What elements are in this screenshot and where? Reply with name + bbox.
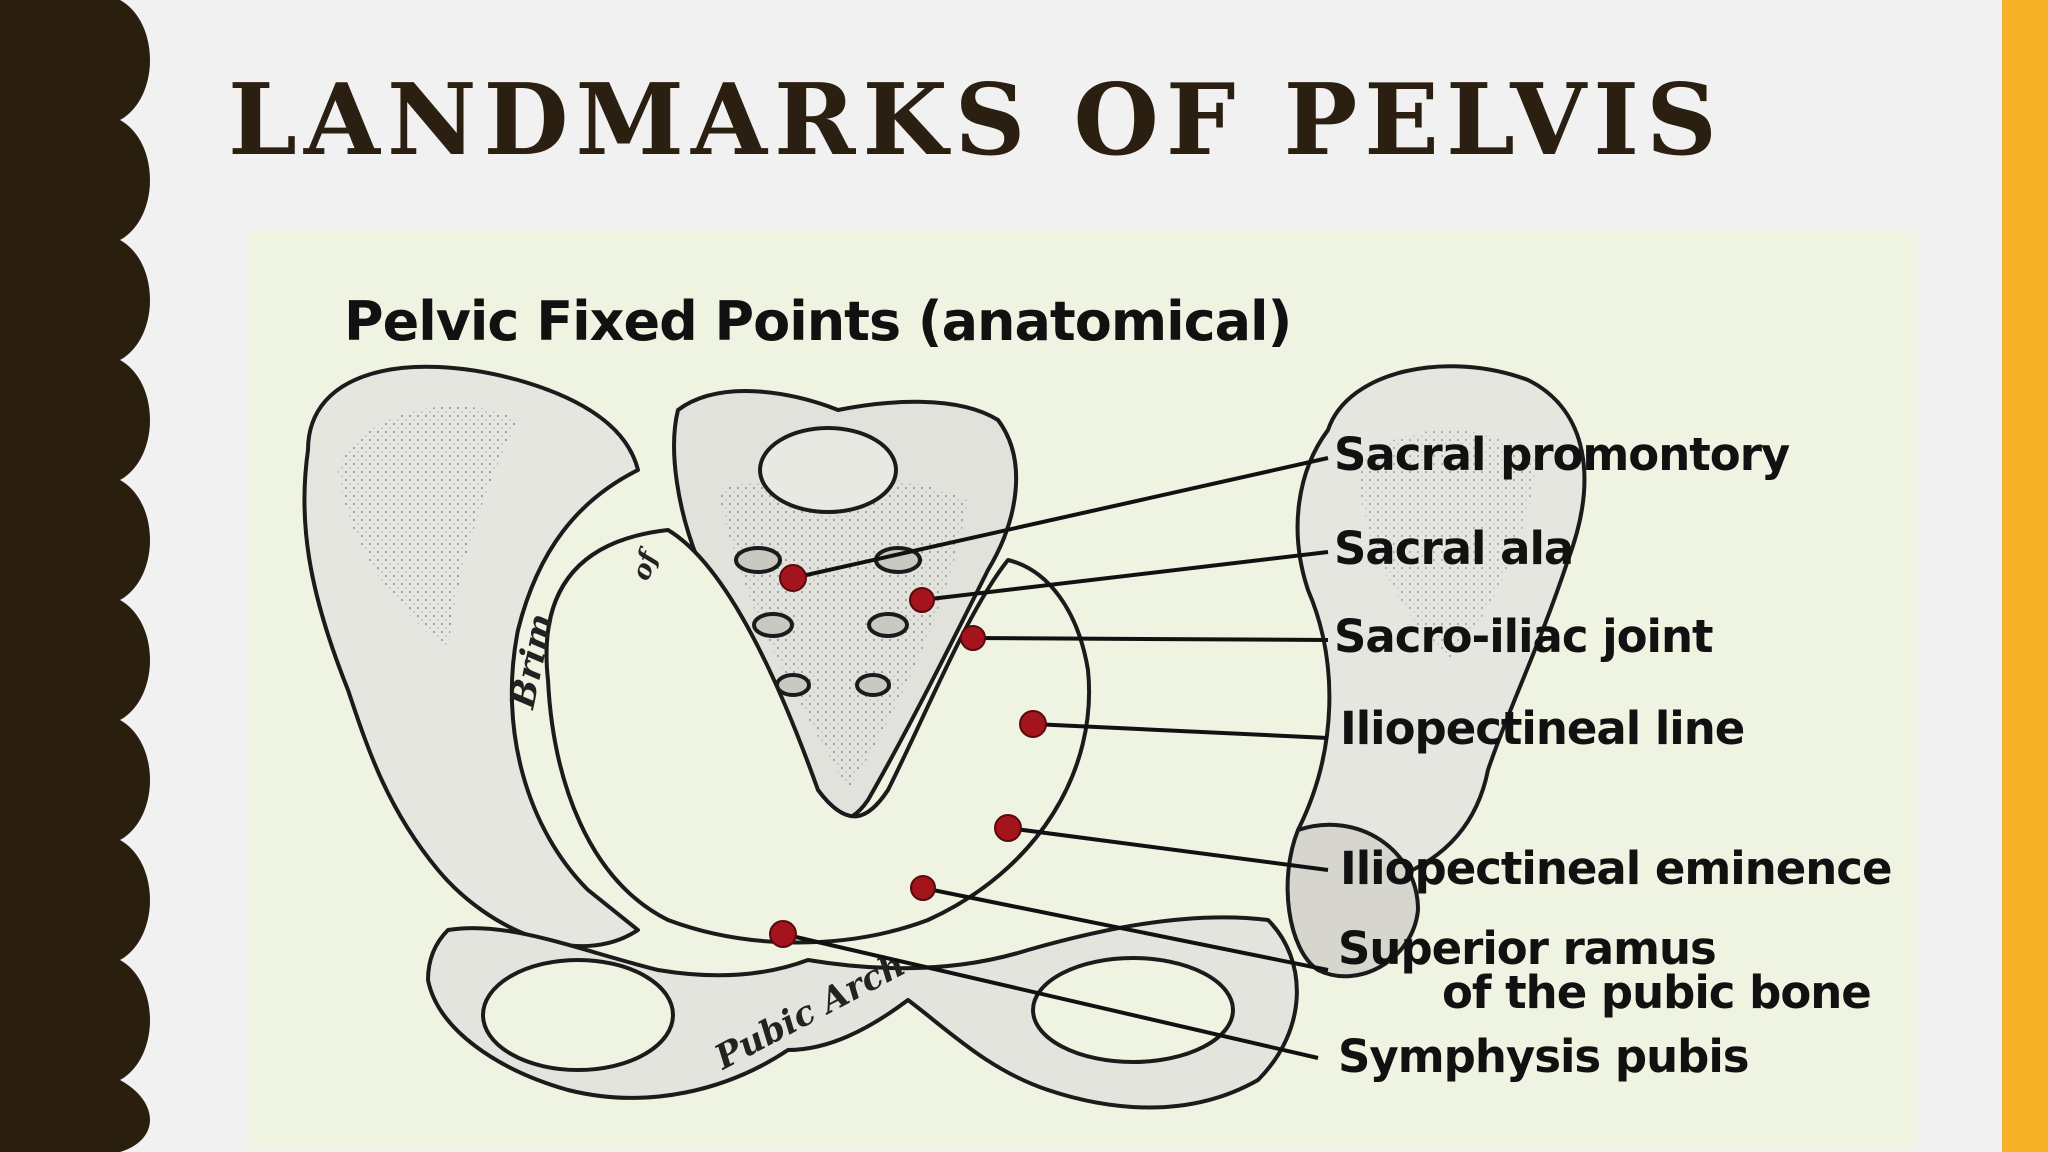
- label-symphysis-pubis: Symphysis pubis: [1338, 1030, 1750, 1083]
- left-wavy-band: [0, 0, 150, 1152]
- label-iliopectineal-line: Iliopectineal line: [1340, 702, 1745, 755]
- marker-sacral-promontory: [779, 564, 807, 592]
- marker-sacral-ala: [909, 587, 935, 613]
- marker-sacro-iliac-joint: [960, 625, 986, 651]
- sacral-foramen: [734, 546, 782, 574]
- marker-symphysis-pubis: [769, 920, 797, 948]
- leader-lines: [782, 456, 1329, 1060]
- pelvic-inlet: [544, 528, 1092, 945]
- leader-sacro-iliac-joint: [972, 636, 1329, 642]
- sacral-foramen: [855, 673, 891, 697]
- figure-title: Pelvic Fixed Points (anatomical): [344, 290, 1292, 353]
- leader-sacral-ala: [921, 550, 1329, 602]
- sacral-foramen: [775, 673, 811, 697]
- leader-superior-ramus: [922, 886, 1329, 972]
- sacral-foramen: [752, 612, 794, 638]
- label-superior-ramus-line1: Superior ramus: [1338, 922, 1717, 975]
- left-band-shape: [0, 0, 150, 1152]
- leader-sacral-promontory: [792, 456, 1329, 580]
- first-sacral-vertebra-body: [758, 426, 898, 514]
- label-superior-ramus-line2: of the pubic bone: [1442, 966, 1872, 1019]
- right-ilium-shading: [1358, 430, 1538, 660]
- label-sacral-promontory: Sacral promontory: [1334, 428, 1790, 481]
- left-obturator-foramen: [481, 958, 675, 1072]
- marker-superior-ramus: [910, 875, 936, 901]
- right-accent-band: [2002, 0, 2048, 1152]
- label-sacral-ala: Sacral ala: [1334, 522, 1574, 575]
- leader-iliopectineal-eminence: [1007, 826, 1329, 872]
- pelvis-bones: [302, 364, 1587, 1110]
- label-iliopectineal-eminence: Iliopectineal eminence: [1340, 842, 1892, 895]
- right-obturator-foramen: [1031, 956, 1235, 1064]
- pelvis-illustration: Brim Pubic Arch of: [302, 364, 1587, 1110]
- right-acetabulum: [1285, 822, 1420, 979]
- sacral-foramen: [867, 612, 909, 638]
- landmark-markers: [769, 564, 1047, 948]
- label-superior-ramus: Superior ramus of the pubic bone: [1338, 922, 1878, 1032]
- marker-iliopectineal-eminence: [994, 814, 1022, 842]
- pelvis-figure-panel: Brim Pubic Arch of Pelvic Fixed Points (…: [248, 230, 1918, 1150]
- leader-iliopectineal-line: [1032, 722, 1329, 740]
- left-ilium-shading: [338, 406, 518, 650]
- marker-iliopectineal-line: [1019, 710, 1047, 738]
- leader-symphysis-pubis: [782, 932, 1319, 1060]
- slide-title: LANDMARKS OF PELVIS: [228, 63, 1724, 178]
- label-sacro-iliac-joint: Sacro-iliac joint: [1334, 610, 1714, 663]
